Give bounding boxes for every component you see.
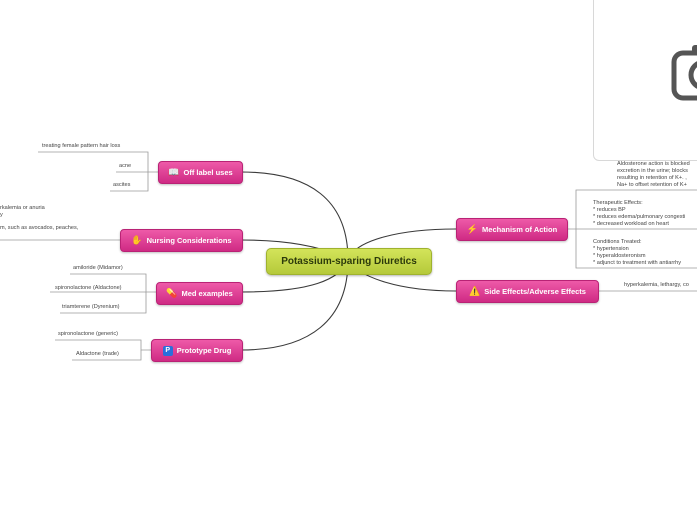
branch-label: Off label uses bbox=[183, 168, 233, 177]
central-topic-label: Potassium-sparing Diuretics bbox=[281, 256, 417, 267]
leaf-line: Na+ to offset retention of K+ bbox=[617, 181, 687, 188]
branch-mechanism-of-action[interactable]: ⚡ Mechanism of Action bbox=[456, 218, 568, 241]
branch-label: Mechanism of Action bbox=[482, 225, 558, 234]
leaf-item[interactable]: y bbox=[0, 212, 3, 218]
pill-icon: 💊 bbox=[166, 288, 178, 298]
hand-icon: ✋ bbox=[131, 235, 143, 245]
lightning-icon: ⚡ bbox=[466, 224, 479, 234]
leaf-line: * reduces edema/pulmonary congesti bbox=[593, 213, 686, 220]
p-badge-icon: P bbox=[162, 345, 173, 356]
branch-label: Med examples bbox=[181, 289, 233, 298]
warning-icon: ⚠️ bbox=[469, 286, 481, 296]
leaf-item[interactable]: hyperkalemia, lethargy, co bbox=[624, 282, 689, 288]
leaf-item[interactable]: Therapeutic Effects: * reduces BP * redu… bbox=[593, 200, 685, 228]
central-topic[interactable]: Potassium-sparing Diuretics bbox=[266, 248, 432, 275]
leaf-item[interactable]: treating female pattern hair loss bbox=[42, 143, 121, 149]
leaf-line: * decreased workload on heart bbox=[593, 220, 669, 227]
leaf-line: Aldosterone action is blocked bbox=[617, 161, 690, 167]
leaf-item[interactable]: m, such as avocados, peaches, bbox=[0, 225, 79, 231]
leaf-item[interactable]: spironolactone (Aldactone) bbox=[55, 285, 122, 291]
leaf-item[interactable]: acne bbox=[119, 163, 132, 169]
branch-prototype-drug[interactable]: P Prototype Drug bbox=[151, 339, 243, 362]
leaf-item[interactable]: Aldosterone action is blocked excretion … bbox=[617, 161, 690, 189]
leaf-line: excretion in the urine; blocks bbox=[617, 167, 688, 174]
leaf-line: * adjunct to treatment with antiarrhy bbox=[593, 259, 681, 266]
leaf-item[interactable]: Conditions Treated: * hypertension * hyp… bbox=[593, 239, 681, 267]
leaf-item[interactable]: Aldactone (trade) bbox=[76, 351, 119, 357]
branch-side-effects[interactable]: ⚠️ Side Effects/Adverse Effects bbox=[456, 280, 599, 303]
leaf-item[interactable]: rkalemia or anuria bbox=[0, 205, 45, 211]
branch-label: Nursing Considerations bbox=[146, 236, 232, 245]
branch-nursing-considerations[interactable]: ✋ Nursing Considerations bbox=[120, 229, 243, 252]
connector-prototype bbox=[240, 259, 349, 351]
leaf-line: * hypertension bbox=[593, 245, 629, 252]
leaf-line: * hyperaldosteronism bbox=[593, 252, 646, 259]
leaf-item[interactable]: amiloride (Midamor) bbox=[73, 265, 123, 271]
leaf-item[interactable]: triamterene (Dyrenium) bbox=[62, 304, 120, 310]
image-panel bbox=[593, 0, 697, 161]
connector-off-label bbox=[240, 171, 349, 261]
camera-icon bbox=[671, 45, 697, 101]
branch-label: Prototype Drug bbox=[176, 346, 232, 355]
leaf-line: Conditions Treated: bbox=[593, 239, 642, 245]
leaf-line: Therapeutic Effects: bbox=[593, 200, 643, 206]
branch-med-examples[interactable]: 💊 Med examples bbox=[156, 282, 243, 305]
branch-off-label-uses[interactable]: 📖 Off label uses bbox=[158, 161, 243, 184]
branch-label: Side Effects/Adverse Effects bbox=[484, 287, 586, 296]
leaf-item[interactable]: ascites bbox=[113, 182, 131, 188]
leaf-line: * reduces BP bbox=[593, 206, 626, 213]
leaf-item[interactable]: spironolactone (generic) bbox=[58, 331, 119, 337]
book-icon: 📖 bbox=[168, 167, 180, 177]
leaf-line: resulting in retention of K+. , bbox=[617, 174, 687, 181]
